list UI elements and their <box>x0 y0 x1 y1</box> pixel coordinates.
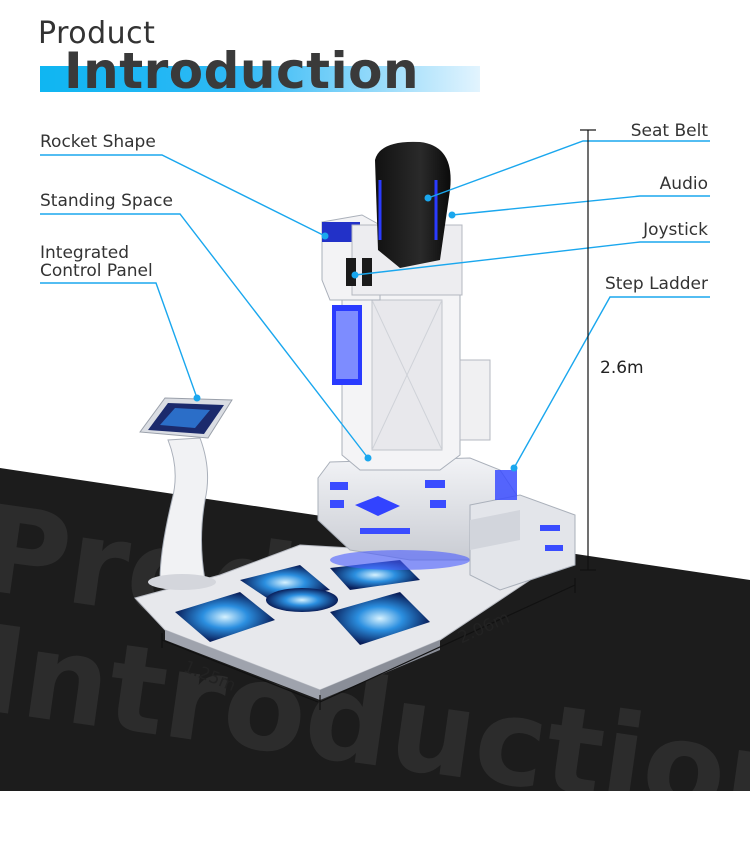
callout-lines <box>40 140 710 469</box>
floor-platform <box>134 544 562 700</box>
floor-pad-right <box>330 592 430 645</box>
label-control-panel-2: Control Panel <box>40 261 153 281</box>
label-control-panel-1: Integrated <box>40 243 130 263</box>
dimension-lines <box>161 129 596 710</box>
control-panel-stand <box>139 397 233 590</box>
callout-dots <box>193 194 518 472</box>
rocket-shape-screen <box>322 222 360 242</box>
tower-seat <box>321 141 463 385</box>
label-rocket-shape: Rocket Shape <box>40 132 156 152</box>
dimension-height: 2.6m <box>600 358 644 378</box>
label-standing-space: Standing Space <box>40 191 173 211</box>
label-audio: Audio <box>659 174 708 194</box>
step-ladder-shape <box>469 470 576 591</box>
label-seat-belt: Seat Belt <box>630 121 708 141</box>
standing-cage <box>341 289 491 471</box>
floor-pad-center <box>266 588 338 612</box>
label-joystick: Joystick <box>643 220 708 240</box>
vr-simulator-illustration <box>40 129 710 710</box>
title-product: Product <box>38 16 156 51</box>
label-step-ladder: Step Ladder <box>604 274 708 294</box>
title-introduction: Introduction <box>64 42 420 100</box>
floor-pad-left <box>175 592 275 642</box>
title-underline-bar <box>40 66 480 92</box>
seat-back <box>375 141 451 268</box>
